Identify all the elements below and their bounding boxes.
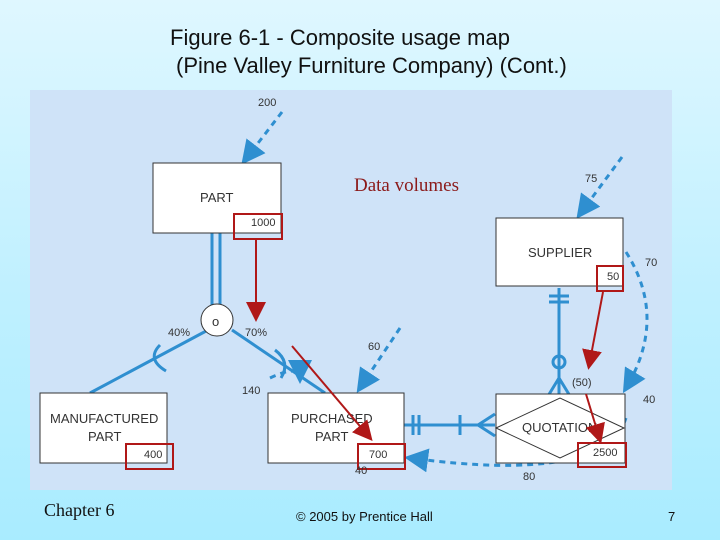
entity-supplier-volume: 50 (607, 271, 619, 283)
path-supplier-in (576, 156, 624, 219)
path-manufactured-140 (269, 359, 312, 384)
footer-page-number: 7 (668, 509, 676, 524)
entity-manufactured-name-1: MANUFACTURED (50, 411, 158, 426)
highlight-supplier-volume (596, 265, 624, 292)
label-supplier-quotation: 70 (645, 257, 657, 269)
entity-purchased-name-1: PURCHASED (291, 411, 373, 426)
entity-supplier-name: SUPPLIER (528, 245, 592, 260)
label-supplier-in: 75 (585, 173, 597, 185)
entity-quotation-volume: 2500 (593, 447, 617, 459)
subset-arc-purchased (274, 348, 287, 379)
footer-copyright: © 2005 by Prentice Hall (296, 509, 433, 524)
crowfoot-quotation-left (477, 412, 496, 438)
subtype-to-manufactured-line (89, 328, 209, 395)
entity-purchased-name-2: PART (315, 429, 349, 444)
entity-manufactured-volume: 400 (144, 449, 162, 461)
entity-purchased-volume: 700 (369, 449, 387, 461)
label-quotation-side: 40 (643, 394, 655, 406)
optional-circle (551, 354, 567, 370)
highlight-purchased-volume (357, 443, 406, 470)
label-purchased-out: 40 (355, 465, 367, 477)
label-subtype-manufactured: 40% (168, 327, 190, 339)
arrow-purchased-volume (291, 345, 373, 442)
subtype-to-purchased-line (231, 328, 326, 395)
subset-arc-manufactured (152, 343, 167, 373)
highlight-manufactured-volume (125, 443, 174, 470)
path-part-in (241, 111, 284, 165)
subtype-circle (200, 303, 234, 337)
crowfoot-quotation-top (546, 377, 572, 397)
subtype-symbol: o (212, 314, 219, 329)
entity-part[interactable]: PART 1000 (152, 162, 283, 240)
annotation-arrows (246, 240, 605, 444)
slide-title: Figure 6-1 - Composite usage map (Pine V… (150, 24, 630, 80)
label-subtype-purchased: 70% (245, 327, 267, 339)
path-supplier-quotation (622, 251, 649, 394)
entity-part-volume: 1000 (251, 217, 275, 229)
label-quotation-out: 80 (523, 471, 535, 483)
entity-purchased-part[interactable]: PURCHASED PART 700 (267, 392, 406, 470)
footer-chapter: Chapter 6 (44, 500, 115, 520)
entity-quotation-name: QUOTATION (522, 420, 597, 435)
data-volumes-caption: Data volumes (354, 175, 459, 196)
label-quotation-card: (50) (572, 377, 592, 389)
arrow-quotation-volume (585, 393, 605, 444)
entity-manufactured-part[interactable]: MANUFACTURED PART 400 (39, 392, 174, 470)
entity-quotation[interactable]: QUOTATION 2500 (494, 393, 627, 468)
arrow-supplier-volume (582, 291, 604, 370)
entity-supplier[interactable]: SUPPLIER 50 (495, 217, 624, 292)
slide-title-line2: (Pine Valley Furniture Company) (Cont.) (176, 53, 567, 78)
label-manufactured-path: 140 (242, 385, 260, 397)
label-part-in: 200 (258, 97, 276, 109)
highlight-part-volume (233, 213, 283, 240)
slide-title-line1: Figure 6-1 - Composite usage map (170, 25, 510, 50)
entity-part-name: PART (200, 190, 234, 205)
label-purchased-in: 60 (368, 341, 380, 353)
entity-manufactured-name-2: PART (88, 429, 122, 444)
path-purchased-in (356, 327, 402, 393)
